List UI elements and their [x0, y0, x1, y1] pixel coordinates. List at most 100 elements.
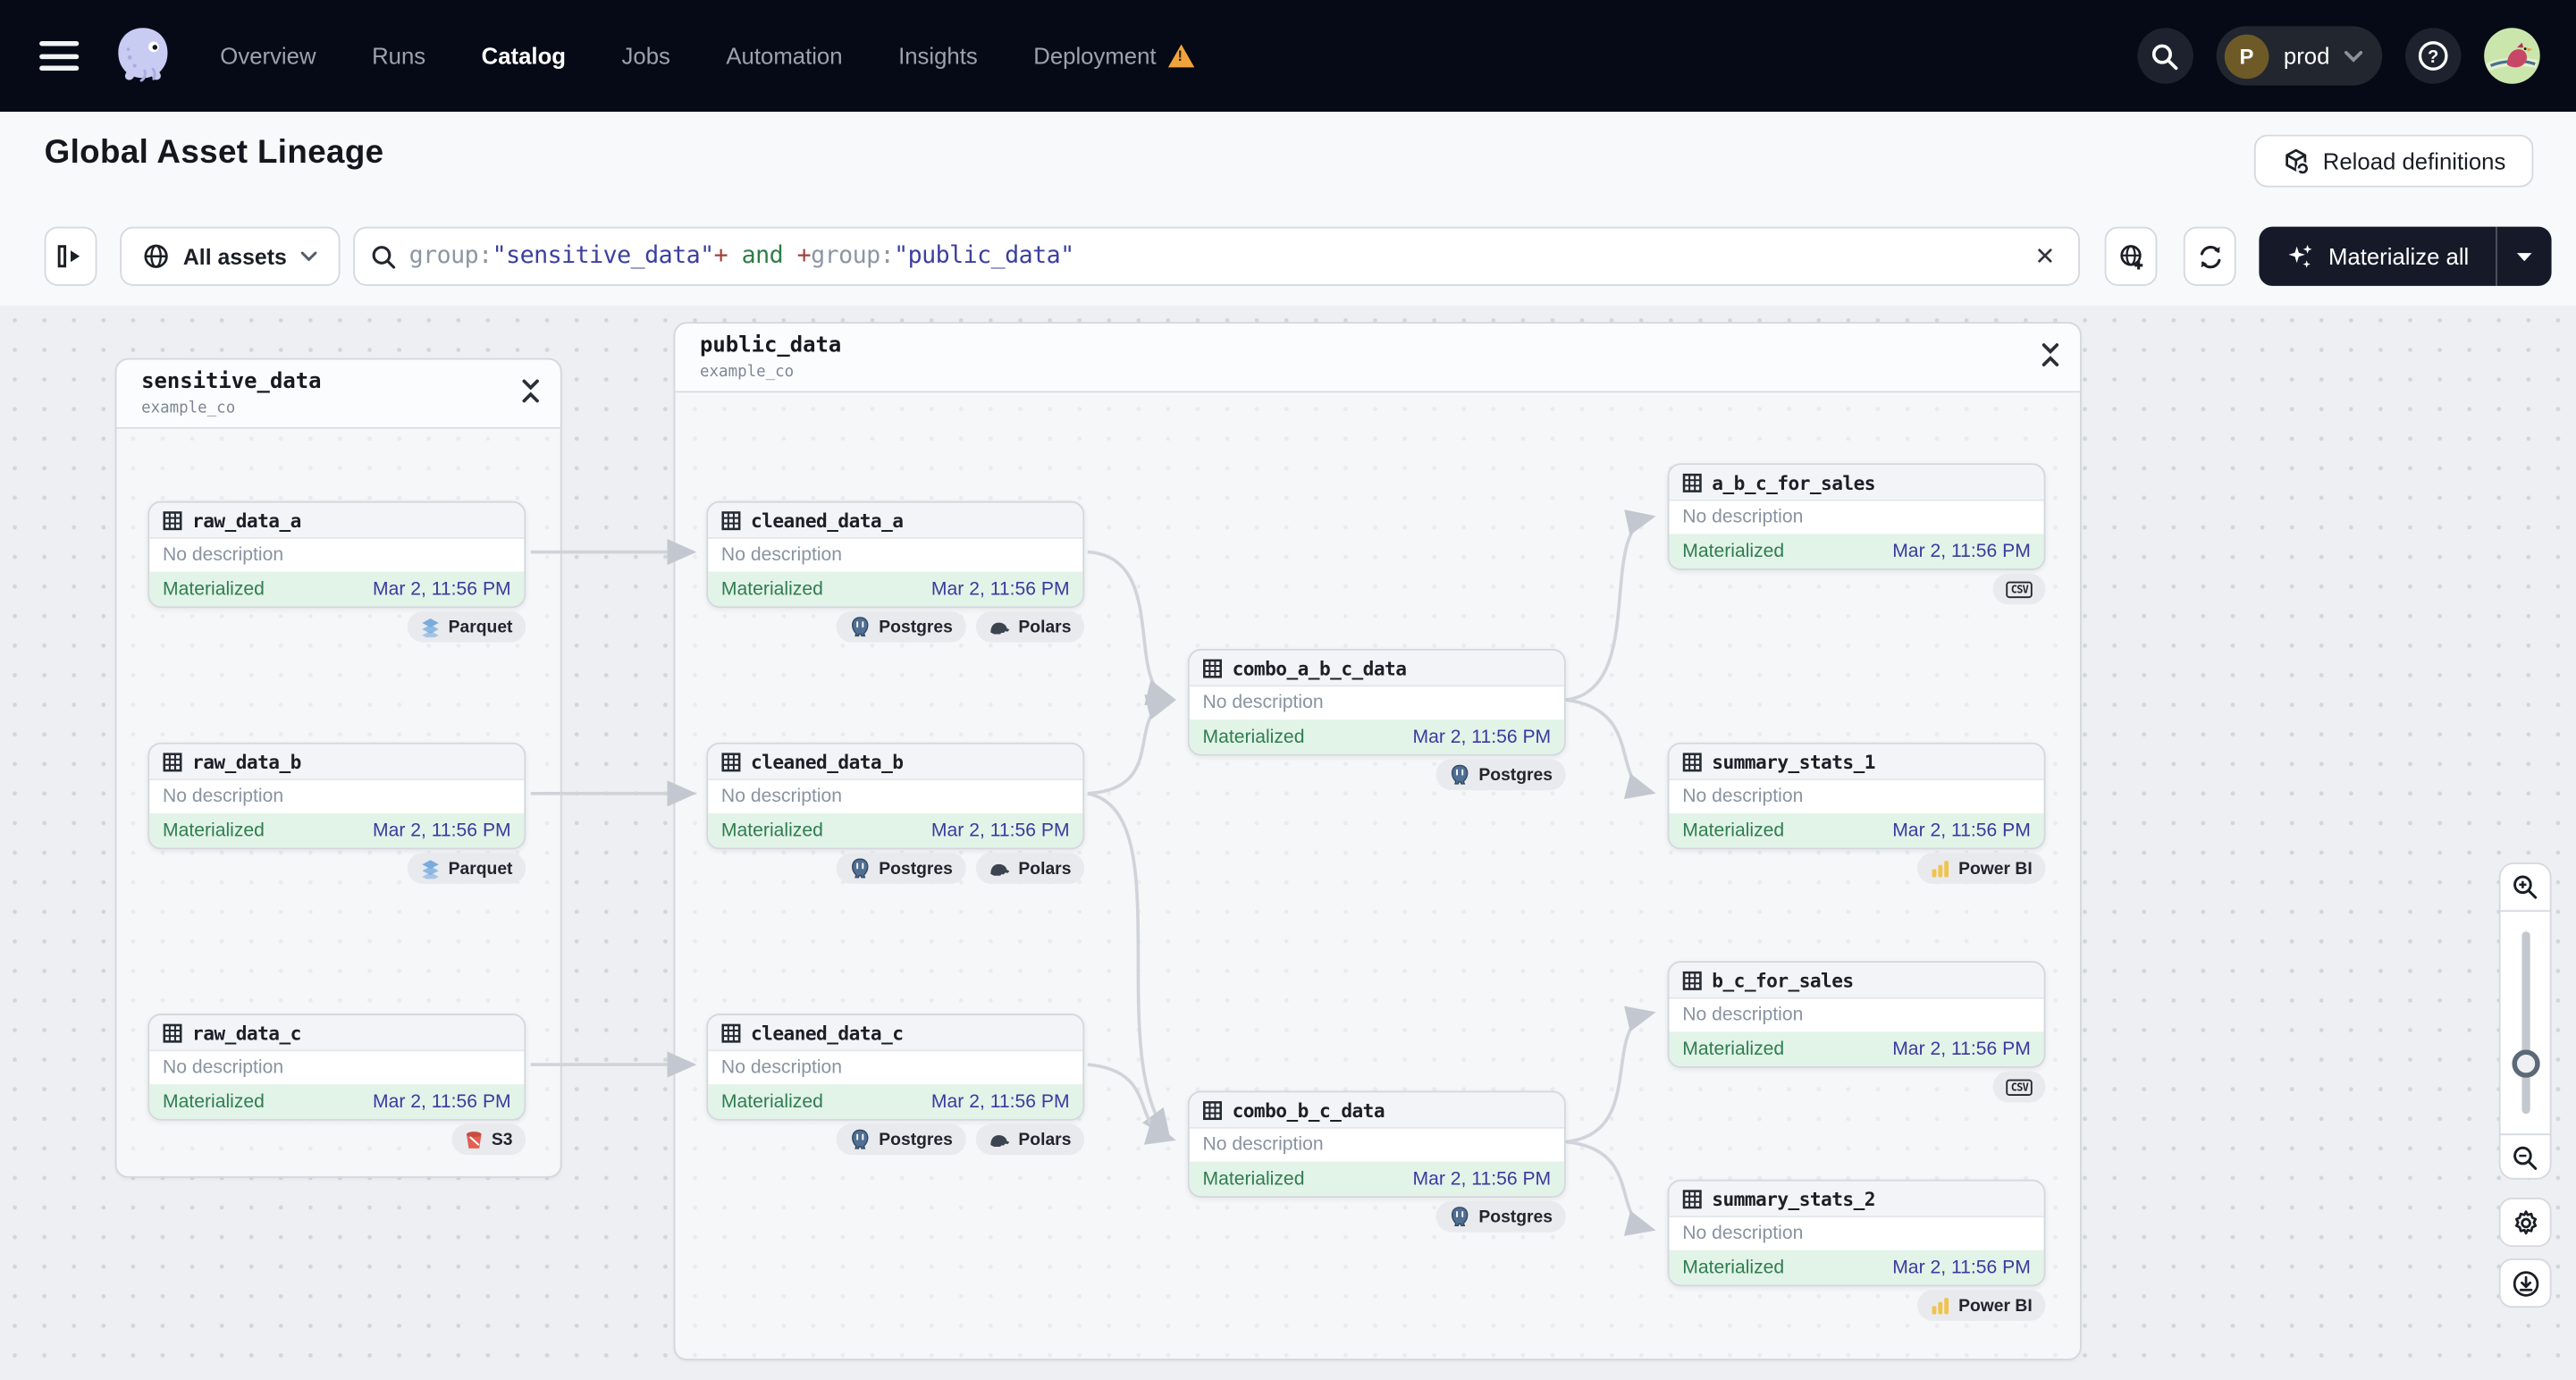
materialization-timestamp[interactable]: Mar 2, 11:56 PM [930, 820, 1070, 841]
tag-power-bi[interactable]: Power BI [1917, 1289, 2046, 1321]
tag-postgres[interactable]: Postgres [836, 1123, 966, 1156]
page-header: Global Asset Lineage Reload definitions [0, 111, 2576, 209]
dagster-logo-icon[interactable] [108, 21, 177, 90]
collapse-group-icon[interactable] [2041, 341, 2060, 367]
asset-description: No description [720, 1057, 843, 1078]
asset-node-b-c-for-sales[interactable]: b_c_for_sales No description Materialize… [1667, 961, 2046, 1068]
materialization-timestamp[interactable]: Mar 2, 11:56 PM [1892, 541, 2031, 561]
asset-name: raw_data_b [192, 750, 301, 773]
reload-definitions-button[interactable]: Reload definitions [2253, 134, 2534, 188]
tag-postgres[interactable]: Postgres [1435, 1200, 1566, 1233]
nav-item-automation[interactable]: Automation [726, 42, 843, 70]
asset-node-cleaned-data-b[interactable]: cleaned_data_b No description Materializ… [706, 742, 1085, 850]
group-location: example_co [700, 363, 795, 382]
chevron-down-icon [2344, 50, 2363, 62]
asset-node-cleaned-data-a[interactable]: cleaned_data_a No description Materializ… [706, 501, 1085, 609]
tag-row: Parquet [147, 610, 526, 643]
materialization-timestamp[interactable]: Mar 2, 11:56 PM [372, 1091, 511, 1112]
collapse-group-icon[interactable] [521, 378, 541, 404]
nav-item-runs[interactable]: Runs [372, 42, 426, 70]
postgres-icon [851, 858, 869, 879]
zoom-in-icon [2513, 875, 2538, 899]
zoom-slider-track[interactable] [2521, 931, 2530, 1115]
group-header[interactable]: public_data example_co [675, 324, 2081, 393]
tag-power-bi[interactable]: Power BI [1917, 852, 2046, 884]
filter-globe-button[interactable] [2104, 226, 2158, 286]
zoom-out-button[interactable] [2501, 1135, 2550, 1181]
group-name: sensitive_data [141, 369, 322, 395]
tag-parquet[interactable]: Parquet [407, 852, 526, 884]
asset-search-input[interactable]: group:"sensitive_data"+ and +group:"publ… [353, 226, 2081, 286]
table-icon [163, 752, 182, 771]
tag-polars[interactable]: Polars [975, 1123, 1085, 1156]
tag-postgres[interactable]: Postgres [1435, 759, 1566, 791]
tag-s3[interactable]: S3 [451, 1123, 526, 1156]
materialization-timestamp[interactable]: Mar 2, 11:56 PM [1892, 820, 2031, 841]
tag-polars[interactable]: Polars [975, 610, 1085, 643]
tag-postgres[interactable]: Postgres [836, 610, 966, 643]
clear-search-icon[interactable]: ✕ [2034, 243, 2056, 272]
nav-item-deployment[interactable]: Deployment [1033, 43, 1194, 69]
materialization-timestamp[interactable]: Mar 2, 11:56 PM [1412, 727, 1552, 747]
question-icon: ? [2418, 41, 2448, 71]
materialization-timestamp[interactable]: Mar 2, 11:56 PM [930, 578, 1070, 599]
environment-switcher[interactable]: P prod [2216, 26, 2383, 86]
nav-item-overview[interactable]: Overview [220, 42, 316, 70]
zoom-slider[interactable] [2501, 912, 2550, 1133]
refresh-button[interactable] [2183, 226, 2236, 286]
group-header[interactable]: sensitive_data example_co [116, 359, 560, 429]
zoom-in-button[interactable] [2501, 864, 2550, 910]
nav-item-deployment-label: Deployment [1033, 42, 1157, 70]
download-image-button[interactable] [2498, 1258, 2552, 1308]
nav-item-insights[interactable]: Insights [898, 42, 978, 70]
tag-csv[interactable]: CSV [1993, 573, 2046, 605]
tag-label: Postgres [1478, 764, 1553, 785]
materialization-timestamp[interactable]: Mar 2, 11:56 PM [1892, 1258, 2031, 1278]
tag-polars[interactable]: Polars [975, 852, 1085, 884]
zoom-slider-thumb[interactable] [2512, 1049, 2540, 1078]
table-icon [163, 510, 182, 530]
help-button[interactable]: ? [2404, 28, 2462, 84]
asset-node-combo-a-b-c-data[interactable]: combo_a_b_c_data No description Material… [1187, 649, 1566, 756]
asset-scope-dropdown[interactable]: All assets [120, 226, 341, 286]
menu-icon[interactable] [39, 40, 80, 72]
table-icon [1682, 1189, 1702, 1208]
asset-node-summary-stats-2[interactable]: summary_stats_2 No description Materiali… [1667, 1179, 2046, 1287]
materialize-all-button[interactable]: Materialize all [2259, 227, 2496, 286]
materialization-timestamp[interactable]: Mar 2, 11:56 PM [1412, 1168, 1552, 1189]
tag-row: S3 [147, 1123, 526, 1156]
asset-node-cleaned-data-c[interactable]: cleaned_data_c No description Materializ… [706, 1014, 1085, 1121]
user-avatar[interactable] [2484, 28, 2540, 84]
status-badge: Materialized [1202, 727, 1305, 747]
caret-down-icon [2516, 252, 2532, 261]
asset-node-a-b-c-for-sales[interactable]: a_b_c_for_sales No description Materiali… [1667, 463, 2046, 570]
tag-label: Postgres [879, 858, 953, 879]
table-icon [1203, 1100, 1222, 1120]
tag-label: Postgres [1478, 1207, 1553, 1227]
tag-parquet[interactable]: Parquet [407, 610, 526, 643]
lineage-canvas[interactable]: sensitive_data example_co public_data ex… [0, 305, 2576, 1380]
open-left-panel-button[interactable] [44, 226, 97, 286]
asset-name: summary_stats_2 [1712, 1187, 1875, 1210]
asset-node-summary-stats-1[interactable]: summary_stats_1 No description Materiali… [1667, 742, 2046, 850]
nav-right: P prod ? [2137, 26, 2540, 86]
materialization-timestamp[interactable]: Mar 2, 11:56 PM [930, 1091, 1070, 1112]
asset-name: cleaned_data_a [751, 508, 904, 532]
search-button[interactable] [2137, 28, 2193, 84]
nav-item-jobs[interactable]: Jobs [621, 42, 670, 70]
materialization-timestamp[interactable]: Mar 2, 11:56 PM [1892, 1039, 2031, 1059]
materialization-timestamp[interactable]: Mar 2, 11:56 PM [372, 820, 511, 841]
asset-node-combo-b-c-data[interactable]: combo_b_c_data No description Materializ… [1187, 1090, 1566, 1198]
tag-postgres[interactable]: Postgres [836, 852, 966, 884]
tag-csv[interactable]: CSV [1993, 1071, 2046, 1103]
materialization-timestamp[interactable]: Mar 2, 11:56 PM [372, 578, 511, 599]
lineage-edges [530, 509, 1656, 1236]
materialize-options-button[interactable] [2496, 226, 2551, 286]
nav-item-catalog[interactable]: Catalog [481, 42, 567, 70]
status-badge: Materialized [1682, 541, 1785, 561]
graph-settings-button[interactable] [2498, 1197, 2552, 1248]
